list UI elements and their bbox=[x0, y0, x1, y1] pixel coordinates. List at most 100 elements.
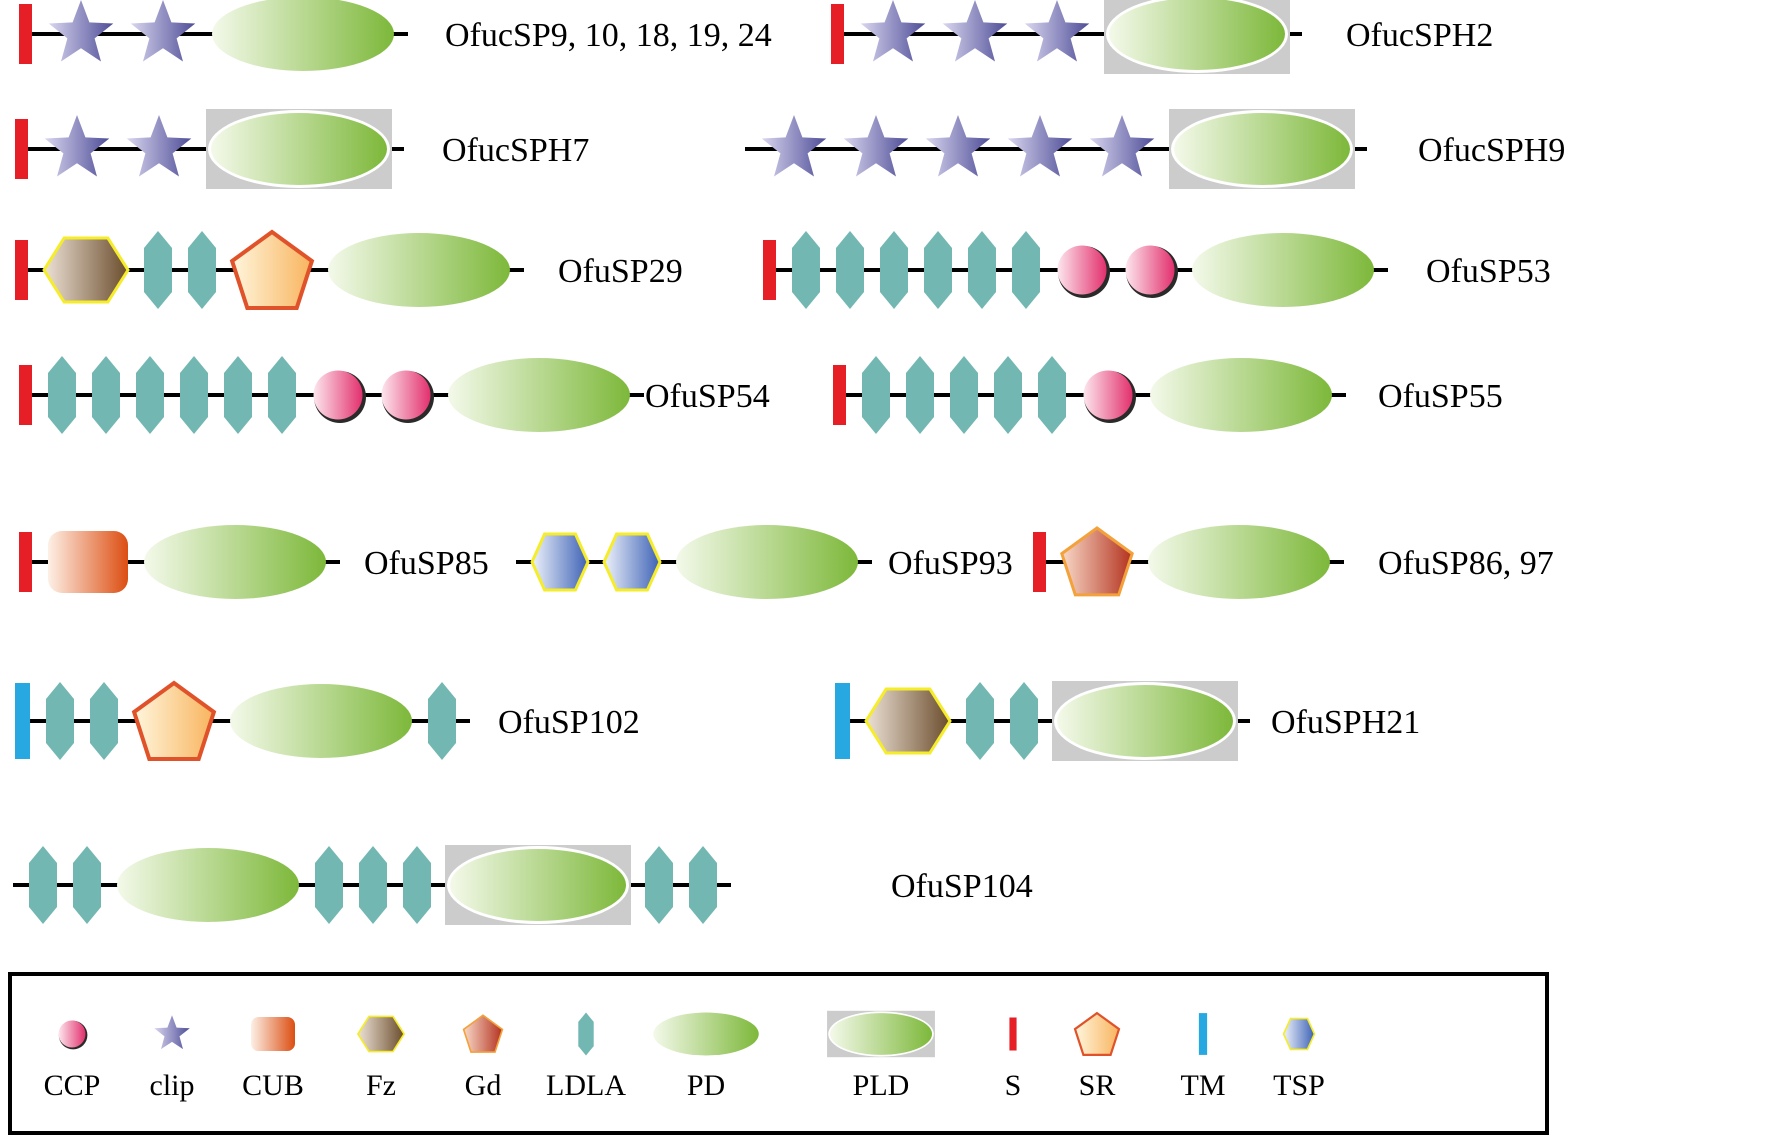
protein-row: OfucSPH2 bbox=[831, 0, 1493, 74]
protein-row: OfuSP55 bbox=[833, 356, 1503, 434]
domain-ldla bbox=[950, 356, 978, 434]
domain-clip bbox=[942, 0, 1008, 62]
protein-row: OfuSP86, 97 bbox=[1033, 525, 1554, 599]
domain-ldla bbox=[792, 231, 820, 309]
domain-ccp bbox=[1083, 370, 1136, 423]
domain-ldla bbox=[1038, 356, 1066, 434]
protein-name: OfuSP29 bbox=[558, 253, 683, 290]
protein-row: OfuSP29 bbox=[15, 229, 683, 310]
domain-sr bbox=[1073, 1011, 1121, 1057]
domain-ldla bbox=[180, 356, 208, 434]
legend-item-tsp: TSP bbox=[1273, 1017, 1325, 1102]
domain-pd bbox=[448, 358, 630, 432]
domain-pld bbox=[445, 845, 631, 925]
domain-ldla bbox=[29, 846, 57, 924]
legend-item-cub: CUB bbox=[242, 1016, 304, 1102]
domain-fz bbox=[356, 1015, 406, 1053]
domain-ccp bbox=[1125, 245, 1178, 298]
protein-row: OfuSPH21 bbox=[835, 681, 1420, 761]
domain-clip bbox=[843, 115, 909, 177]
domain-pld bbox=[206, 109, 392, 189]
domain-s bbox=[1009, 1017, 1017, 1051]
protein-row: OfucSPH7 bbox=[15, 109, 589, 189]
protein-name: OfuSP54 bbox=[645, 378, 770, 415]
domain-clip bbox=[925, 115, 991, 177]
legend-item-pld: PLD bbox=[827, 1010, 935, 1102]
legend-label: CCP bbox=[44, 1069, 101, 1102]
protein-name: OfuSP53 bbox=[1426, 253, 1551, 290]
domain-tm bbox=[835, 683, 850, 759]
domain-ldla bbox=[188, 231, 216, 309]
protein-row: OfuSP102 bbox=[15, 680, 640, 761]
domain-tm bbox=[1198, 1013, 1208, 1055]
domain-gd bbox=[1060, 526, 1134, 597]
domain-pld bbox=[1169, 109, 1355, 189]
legend-label: Fz bbox=[366, 1069, 396, 1102]
domain-pd bbox=[328, 233, 510, 307]
domain-ccp bbox=[58, 1020, 88, 1050]
domain-pd bbox=[676, 525, 858, 599]
legend-label: TSP bbox=[1273, 1069, 1325, 1102]
legend-label: S bbox=[1005, 1069, 1022, 1102]
domain-cub bbox=[251, 1016, 295, 1052]
domain-pd bbox=[117, 848, 299, 922]
domain-ldla bbox=[1010, 682, 1038, 760]
legend-item-s: S bbox=[1005, 1017, 1022, 1102]
domain-clip bbox=[48, 0, 114, 62]
protein-row: OfuSP93 bbox=[516, 525, 1013, 599]
domain-pd bbox=[1148, 525, 1330, 599]
domain-ldla bbox=[136, 356, 164, 434]
domain-pd bbox=[653, 1012, 759, 1056]
domain-sr bbox=[131, 680, 217, 761]
domain-ldla bbox=[578, 1012, 594, 1056]
domain-ldla bbox=[428, 682, 456, 760]
domain-pld bbox=[827, 1010, 935, 1058]
protein-name: OfuSPH21 bbox=[1271, 704, 1420, 741]
legend-label: LDLA bbox=[546, 1069, 626, 1102]
domain-cub bbox=[48, 531, 128, 593]
domain-s bbox=[15, 119, 28, 179]
domain-s bbox=[831, 4, 844, 64]
legend-item-sr: SR bbox=[1073, 1011, 1121, 1102]
legend-item-pd: PD bbox=[653, 1012, 759, 1102]
legend-label: SR bbox=[1079, 1069, 1116, 1102]
legend-item-gd: Gd bbox=[462, 1014, 504, 1102]
domain-ldla bbox=[862, 356, 890, 434]
domain-ldla bbox=[689, 846, 717, 924]
domain-tm bbox=[15, 683, 30, 759]
legend-label: PLD bbox=[853, 1069, 910, 1102]
domain-ldla bbox=[46, 682, 74, 760]
domain-ldla bbox=[73, 846, 101, 924]
domain-clip bbox=[126, 115, 192, 177]
domain-ldla bbox=[359, 846, 387, 924]
legend-label: Gd bbox=[465, 1069, 502, 1102]
domain-pd bbox=[230, 684, 412, 758]
domain-clip bbox=[1024, 0, 1090, 62]
domain-s bbox=[19, 532, 32, 592]
domain-clip bbox=[130, 0, 196, 62]
protein-row: OfuSP104 bbox=[13, 845, 1033, 925]
protein-name: OfuSP85 bbox=[364, 545, 489, 582]
protein-name: OfuSP55 bbox=[1378, 378, 1503, 415]
domain-s bbox=[833, 365, 846, 425]
legend-item-tm: TM bbox=[1181, 1013, 1226, 1102]
domain-ldla bbox=[906, 356, 934, 434]
domain-fz bbox=[42, 236, 130, 304]
domain-ldla bbox=[144, 231, 172, 309]
domain-clip bbox=[44, 115, 110, 177]
protein-name: OfuSP102 bbox=[498, 704, 640, 741]
domain-ldla bbox=[924, 231, 952, 309]
protein-name: OfuSP104 bbox=[891, 868, 1033, 905]
domain-fz bbox=[864, 687, 952, 755]
domain-s bbox=[19, 365, 32, 425]
domain-s bbox=[15, 240, 28, 300]
domain-ldla bbox=[268, 356, 296, 434]
domain-tsp bbox=[530, 532, 590, 592]
domain-pd bbox=[212, 0, 394, 71]
domain-ccp bbox=[381, 370, 434, 423]
protein-name: OfuSP86, 97 bbox=[1378, 545, 1554, 582]
domain-sr bbox=[229, 229, 315, 310]
protein-row: OfuSP53 bbox=[763, 231, 1551, 309]
domain-ldla bbox=[224, 356, 252, 434]
domain-ldla bbox=[1012, 231, 1040, 309]
